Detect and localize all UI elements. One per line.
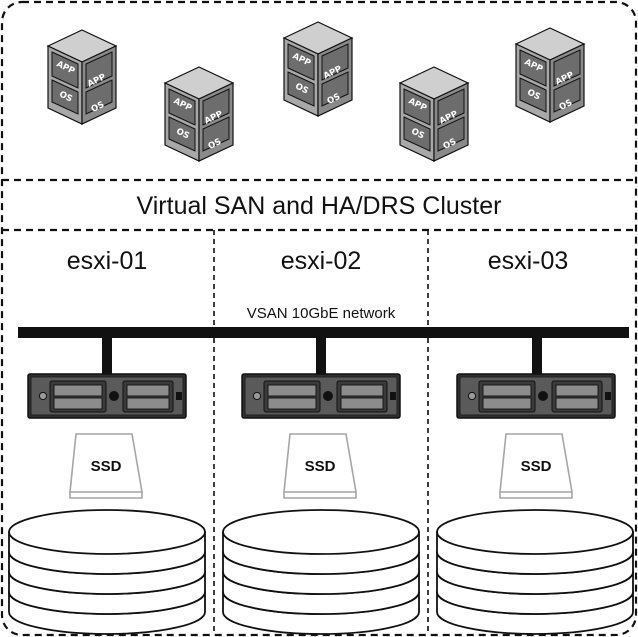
network-label: VSAN 10GbE network [247, 305, 396, 322]
network-uplink [102, 338, 112, 374]
network-bus [18, 327, 629, 338]
host-name: esxi-03 [488, 247, 569, 275]
network-uplink [532, 338, 542, 374]
ssd-icon: SSD [283, 433, 357, 499]
disk-stack-icon [436, 509, 634, 635]
host-name: esxi-02 [281, 247, 362, 275]
vm-stack: APP APP OS OS [283, 21, 353, 117]
server-icon [456, 373, 616, 419]
disk-stack-icon [8, 509, 206, 635]
ssd-label: SSD [305, 458, 336, 475]
vm-stack: APP APP OS OS [47, 29, 117, 125]
ssd-label: SSD [91, 458, 122, 475]
server-icon [241, 373, 401, 419]
host-name: esxi-01 [67, 247, 148, 275]
ssd-label: SSD [521, 458, 552, 475]
network-uplink [316, 338, 326, 374]
vm-stack: APP APP OS OS [515, 27, 585, 123]
ssd-icon: SSD [69, 433, 143, 499]
server-icon [27, 373, 187, 419]
vm-stack: APP APP OS OS [164, 66, 234, 162]
cluster-title: Virtual SAN and HA/DRS Cluster [137, 192, 502, 220]
disk-stack-icon [222, 509, 420, 635]
vm-stack: APP APP OS OS [399, 66, 469, 162]
ssd-icon: SSD [499, 433, 573, 499]
